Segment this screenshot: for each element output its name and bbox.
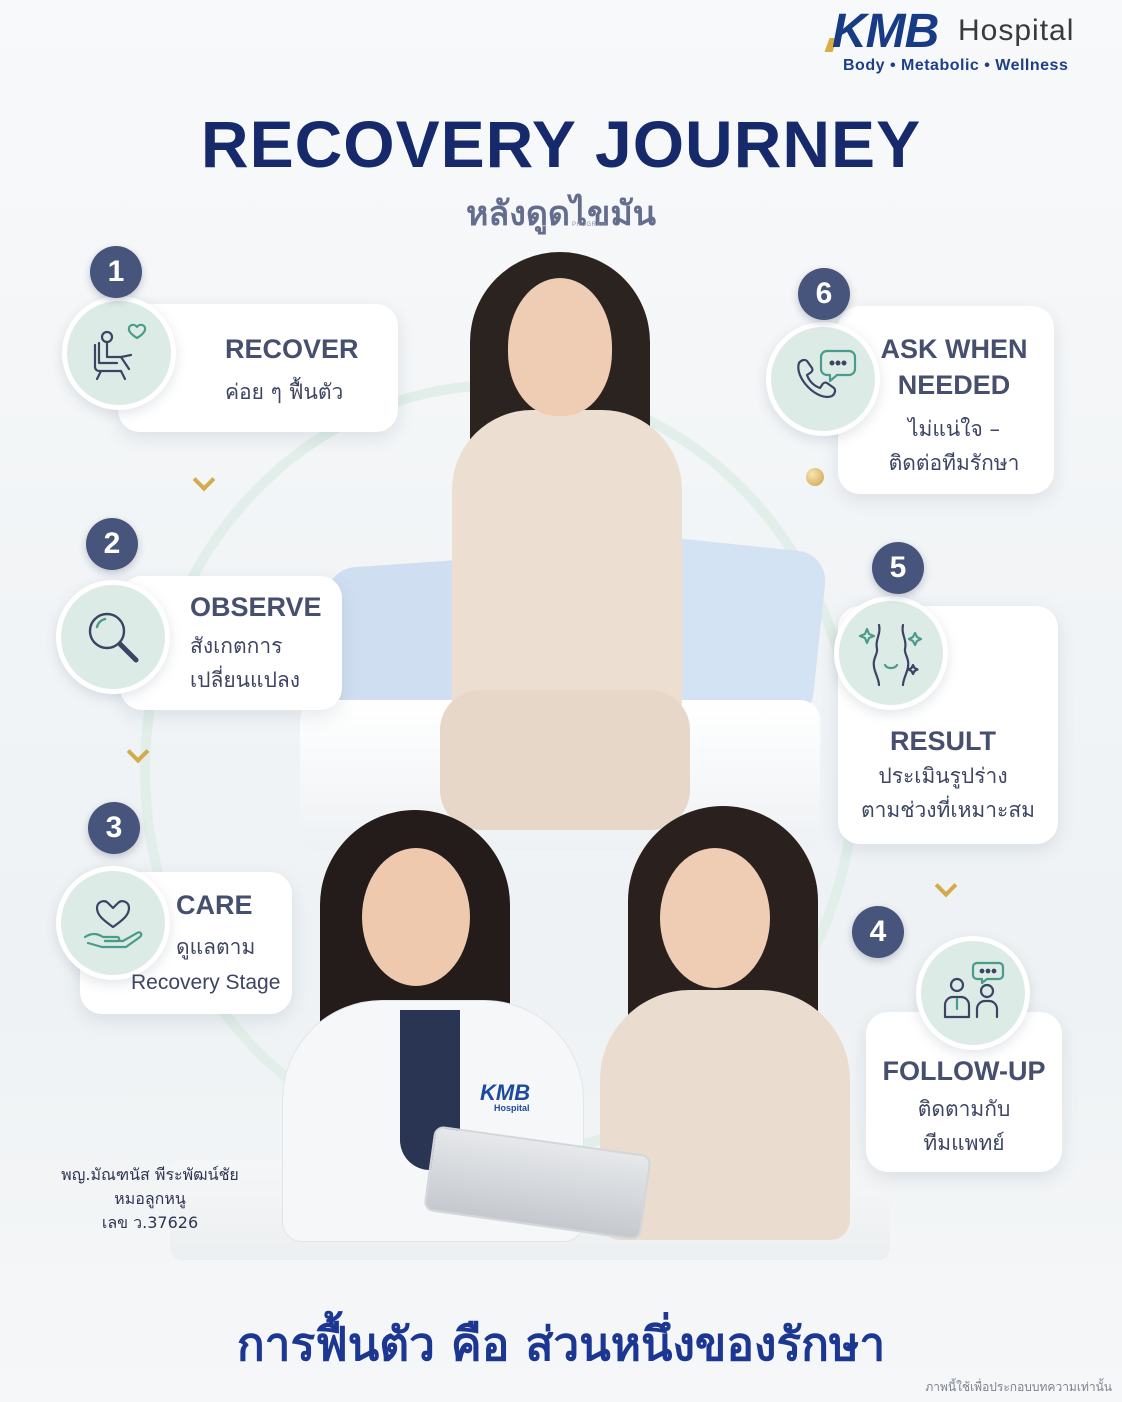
step-text-observe-1: สังเกตการ — [190, 634, 283, 658]
coat-logo: KMB — [480, 1080, 531, 1105]
step-text-recover: ค่อย ๆ ฟื้นตัว — [225, 380, 344, 404]
chevron-down-icon — [934, 874, 958, 898]
gold-dot — [806, 468, 824, 486]
page-subtitle: หลังดูดไขมัน — [465, 194, 656, 234]
page-title: RECOVERY JOURNEY — [200, 107, 922, 181]
brand-hospital-word: Hospital — [958, 14, 1075, 47]
step-title-care: CARE — [176, 890, 253, 920]
step-icon-observe — [56, 580, 170, 694]
patient-photo — [440, 690, 690, 830]
step-title-observe: OBSERVE — [190, 592, 322, 622]
slogan: การฟื้นตัว คือ ส่วนหนึ่งของรักษา — [236, 1317, 886, 1371]
step-icon-result — [834, 596, 948, 710]
step-icon-recover — [62, 296, 176, 410]
doctor-name: พญ.มัณฑนัส พีระพัฒน์ชัย — [61, 1165, 239, 1184]
step-text-care-1: ดูแลตาม — [176, 935, 256, 959]
step-text-ask-2: ติดต่อทีมรักษา — [888, 451, 1020, 475]
phone-chat-icon — [797, 349, 857, 399]
step-title-follow-up: FOLLOW-UP — [882, 1056, 1046, 1086]
step-number-1: 1 — [90, 246, 142, 298]
step-text-follow-up-2: ทีมแพทย์ — [923, 1131, 1005, 1155]
step-title-recover: RECOVER — [225, 334, 359, 364]
doctor-photo — [362, 848, 470, 986]
disclaimer: ภาพนี้ใช้เพื่อประกอบบทความเท่านั้น — [925, 1380, 1112, 1394]
step-number-5: 5 — [872, 542, 924, 594]
chevron-down-icon — [192, 468, 216, 492]
step-title-ask-2: NEEDED — [897, 370, 1011, 400]
patient-photo — [508, 278, 612, 416]
step-number-4: 4 — [852, 906, 904, 958]
step-text-result-2: ตามช่วงที่เหมาะสม — [860, 798, 1035, 822]
doctor-nickname: หมอลูกหนู — [114, 1189, 186, 1208]
brand-logo: KMB — [832, 5, 939, 58]
doctor-credit: พญ.มัณฑนัส พีระพัฒน์ชัย หมอลูกหนู เลข ว.… — [40, 1163, 260, 1235]
step-text-observe-2: เปลี่ยนแปลง — [190, 668, 301, 692]
step-text-care-2: Recovery Stage — [131, 971, 281, 994]
step-number-3: 3 — [88, 802, 140, 854]
step-title-result: RESULT — [890, 726, 996, 756]
consult-patient-photo — [660, 848, 770, 988]
heart-hand-icon — [83, 900, 143, 949]
body-sparkle-icon — [858, 623, 923, 687]
program-tag: PROGRAM — [572, 222, 607, 228]
step-text-ask-1: ไม่แน่ใจ – — [907, 417, 1001, 441]
brand-tagline: Body • Metabolic • Wellness — [843, 57, 1069, 74]
step-text-follow-up-1: ติดตามกับ — [917, 1097, 1011, 1121]
doctor-license: เลข ว.37626 — [101, 1213, 199, 1232]
magnifier-icon — [88, 612, 139, 663]
doctor-patient-chat-icon — [943, 961, 1005, 1019]
coat-logo-sub: Hospital — [494, 1103, 530, 1113]
step-icon-follow-up — [916, 936, 1030, 1050]
patient-photo — [452, 410, 682, 730]
step-number-2: 2 — [86, 518, 138, 570]
step-number-6: 6 — [798, 268, 850, 320]
step-title-ask: ASK WHEN — [880, 334, 1028, 364]
step-icon-ask — [766, 322, 880, 436]
step-text-result-1: ประเมินรูปร่าง — [878, 764, 1008, 788]
recliner-heart-icon — [93, 323, 147, 381]
step-icon-care — [56, 866, 170, 980]
